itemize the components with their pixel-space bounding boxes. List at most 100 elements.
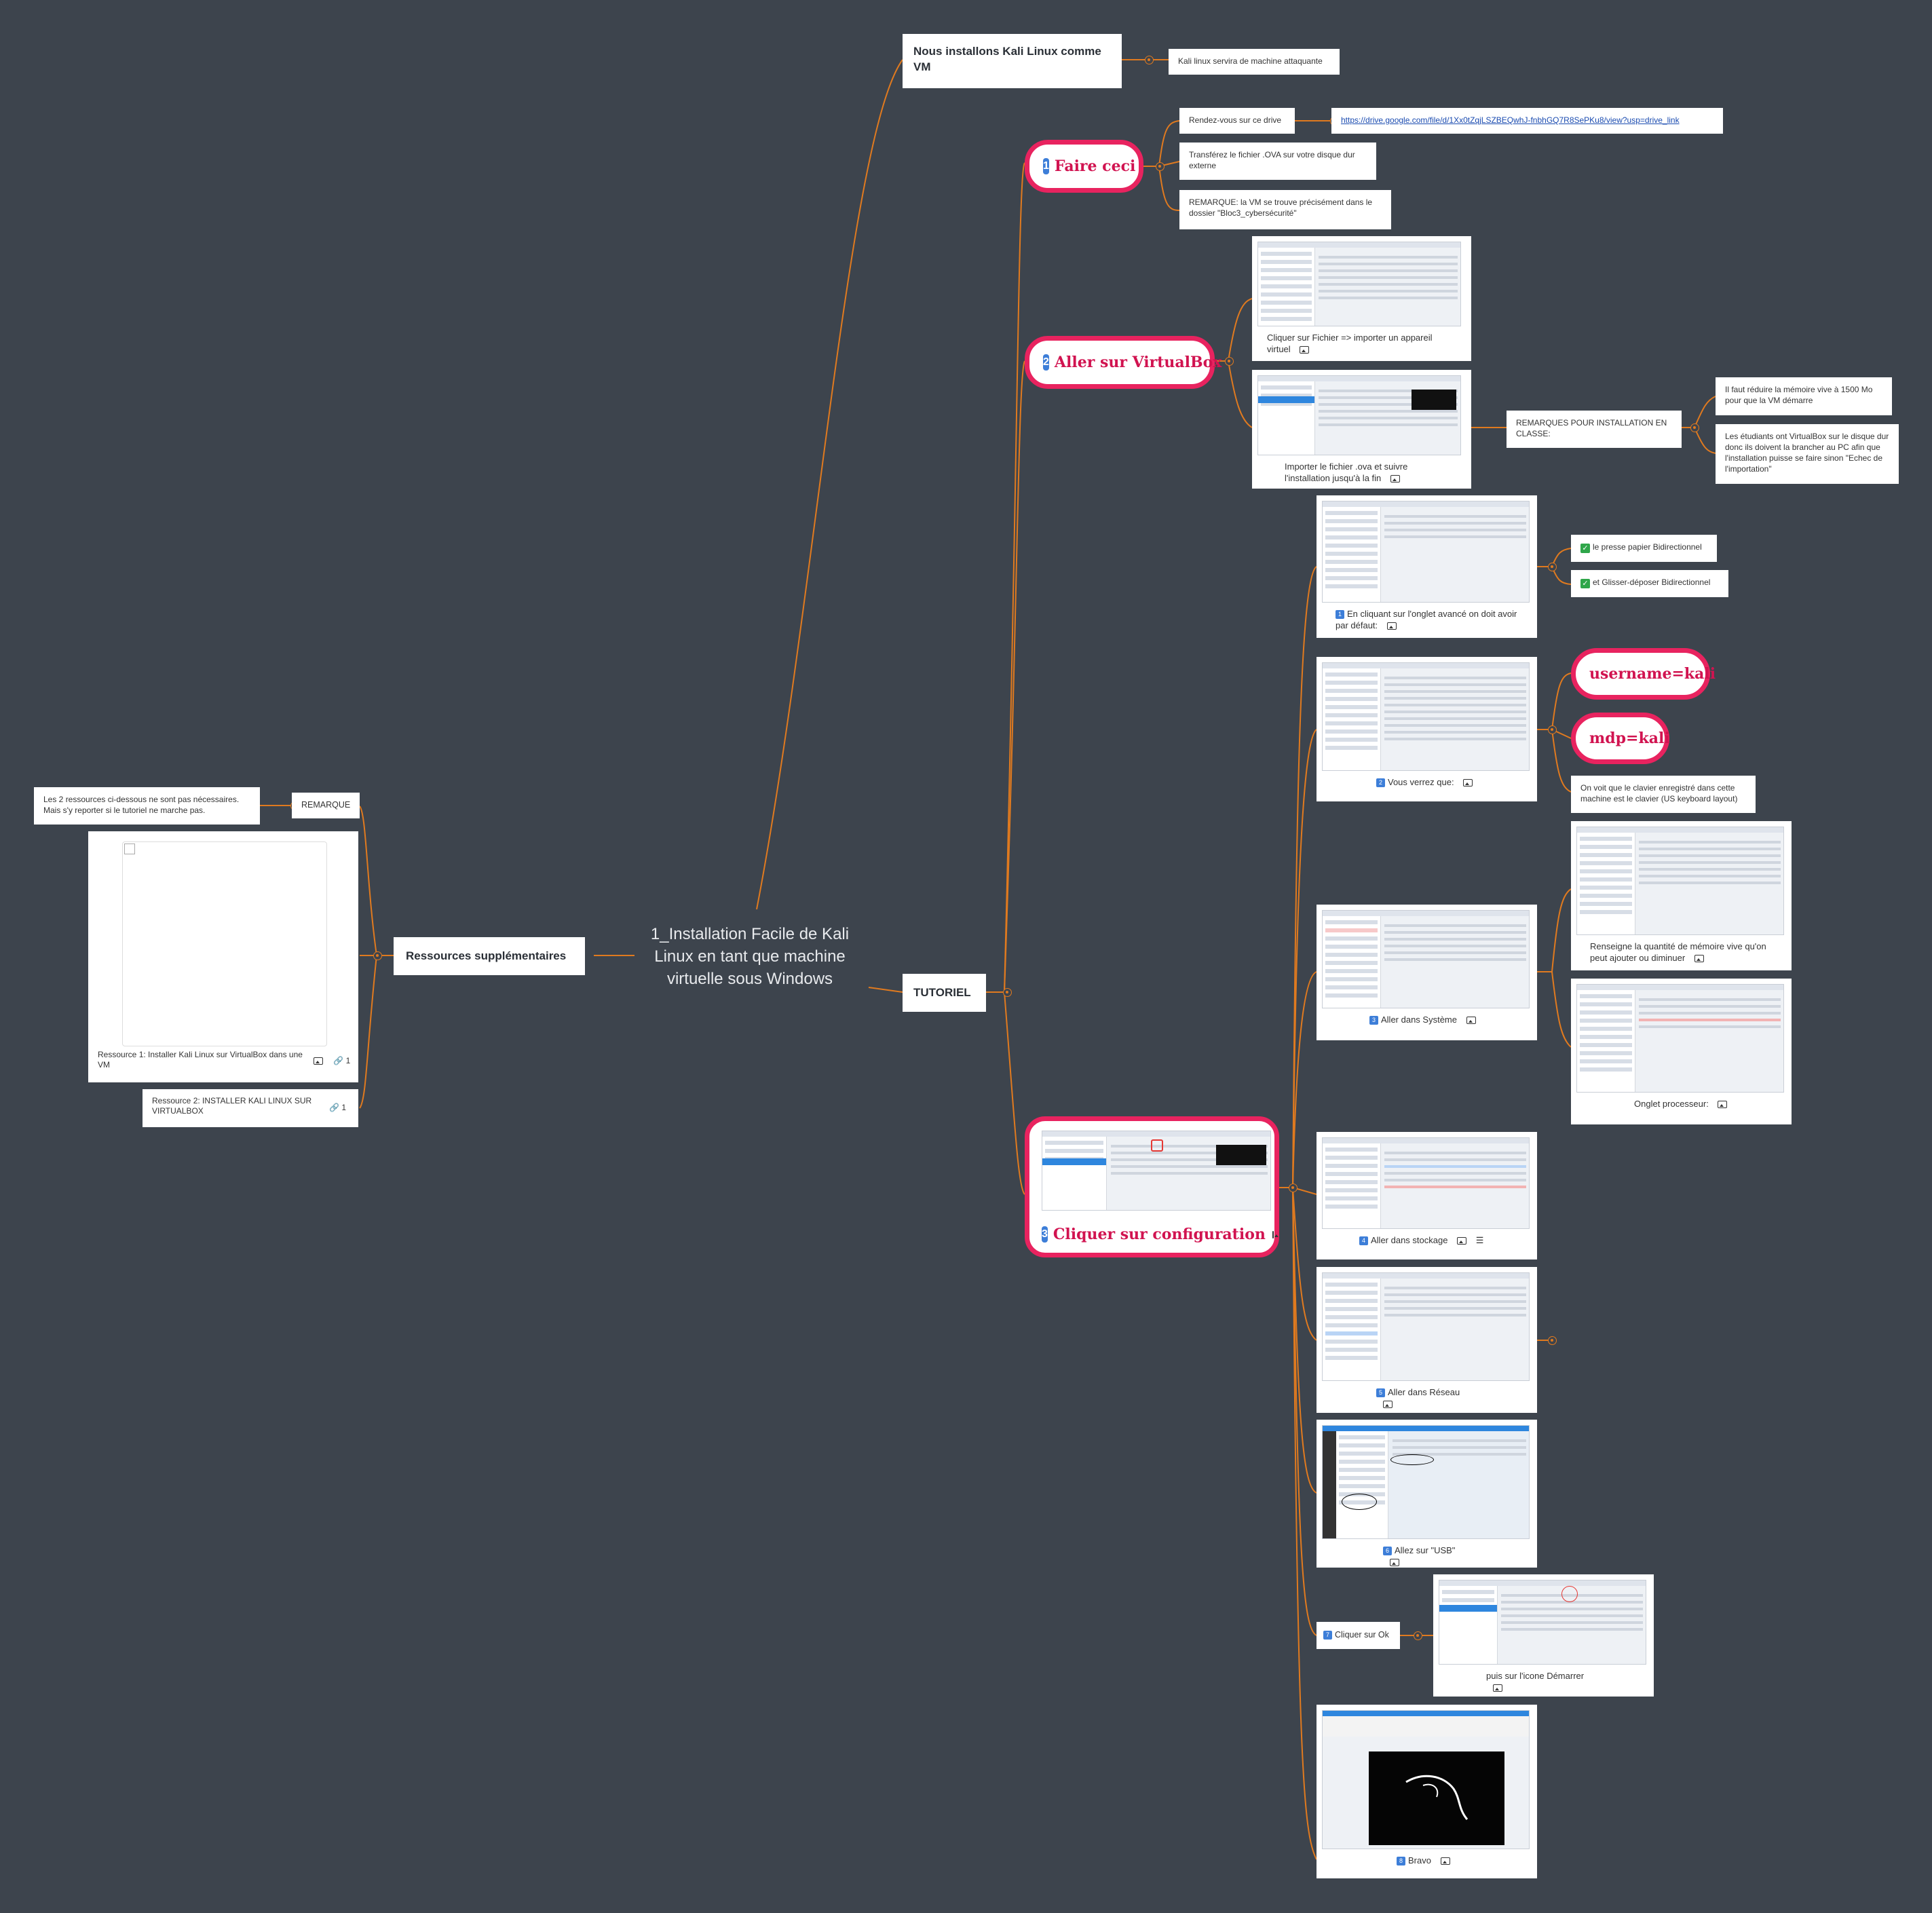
collapse-toggle[interactable] <box>1548 1336 1557 1345</box>
transfer-node[interactable]: Transférez le fichier .OVA sur votre dis… <box>1179 143 1376 180</box>
top-note-node[interactable]: Kali linux servira de machine attaquante <box>1169 49 1340 75</box>
virtualbox-menu-screenshot <box>1257 242 1461 326</box>
demarrer-screenshot <box>1439 1580 1646 1665</box>
drive-url-node[interactable]: https://drive.google.com/file/d/1Xx0tZqj… <box>1331 108 1723 134</box>
mdp-node[interactable]: mdp=kali <box>1571 713 1670 764</box>
number-3-icon: 3 <box>1042 1226 1048 1243</box>
dragdrop-text: et Glisser-déposer Bidirectionnel <box>1593 577 1711 587</box>
remarque-vm-node[interactable]: REMARQUE: la VM se trouve précisément da… <box>1179 190 1391 229</box>
number-7-icon: 7 <box>1323 1631 1332 1640</box>
usb-caption: Allez sur "USB" <box>1395 1545 1456 1555</box>
number-6-icon: 6 <box>1383 1547 1392 1555</box>
clipboard-node[interactable]: ✓le presse papier Bidirectionnel <box>1571 535 1717 562</box>
keyboard-node[interactable]: On voit que le clavier enregistré dans c… <box>1571 776 1756 813</box>
image-icon <box>1300 346 1310 354</box>
image-icon <box>1463 779 1473 787</box>
collapse-toggle[interactable] <box>1690 423 1699 432</box>
number-1-icon: 1 <box>1043 158 1049 174</box>
import-ova-caption: Importer le fichier .ova et suivre l'ins… <box>1285 461 1408 483</box>
mdp-text: mdp=kali <box>1589 730 1670 747</box>
configuration-screenshot <box>1042 1131 1271 1211</box>
onglet-avance-caption: En cliquant sur l'onglet avancé on doit … <box>1336 609 1517 630</box>
number-8-icon: 8 <box>1397 1857 1405 1865</box>
cliquer-ok-text: Cliquer sur Ok <box>1335 1630 1389 1640</box>
ressource2-node[interactable]: Ressource 2: INSTALLER KALI LINUX SUR VI… <box>143 1089 358 1127</box>
disque-remark-node[interactable]: Les étudiants ont VirtualBox sur le disq… <box>1716 424 1899 484</box>
link-icon[interactable]: 🔗 <box>333 1056 344 1065</box>
ressource1-icons: 🔗 1 <box>307 1055 350 1066</box>
collapse-toggle[interactable] <box>1156 162 1164 171</box>
vous-verrez-caption: Vous verrez que: <box>1388 777 1454 787</box>
image-icon <box>1390 475 1400 482</box>
ressources-node[interactable]: Ressources supplémentaires <box>394 937 585 975</box>
step2-label: Aller sur VirtualBox <box>1054 354 1222 371</box>
remarque-node[interactable]: REMARQUE <box>292 793 360 818</box>
ressource2-icons: 🔗 1 <box>321 1103 346 1113</box>
ressource1-node[interactable]: Ressource 1: Installer Kali Linux sur Vi… <box>88 831 358 1082</box>
demarrer-caption: puis sur l'icone Démarrer <box>1486 1671 1585 1681</box>
notes-icon[interactable]: ☰ <box>1475 1235 1484 1245</box>
image-icon <box>1383 1401 1393 1408</box>
demarrer-card[interactable]: puis sur l'icone Démarrer <box>1433 1574 1654 1697</box>
image-icon <box>1457 1237 1467 1245</box>
dragdrop-node[interactable]: ✓et Glisser-déposer Bidirectionnel <box>1571 570 1728 597</box>
checkmark-icon: ✓ <box>1580 544 1590 553</box>
number-2-icon: 2 <box>1376 778 1385 787</box>
reseau-screenshot <box>1322 1272 1530 1381</box>
collapse-toggle[interactable] <box>1414 1631 1422 1640</box>
stockage-screenshot <box>1322 1137 1530 1229</box>
collapse-toggle[interactable] <box>1145 56 1154 64</box>
collapse-toggle[interactable] <box>373 951 382 960</box>
drive-link[interactable]: https://drive.google.com/file/d/1Xx0tZqj… <box>1341 115 1680 125</box>
collapse-toggle[interactable] <box>1548 725 1557 734</box>
username-node[interactable]: username=kali <box>1571 648 1716 700</box>
top-topic-node[interactable]: Nous installons Kali Linux comme VM <box>903 34 1122 88</box>
ressource1-label: Ressource 1: Installer Kali Linux sur Vi… <box>98 1050 303 1069</box>
processeur-card[interactable]: Onglet processeur: <box>1571 979 1792 1124</box>
ressource2-label: Ressource 2: INSTALLER KALI LINUX SUR VI… <box>152 1096 312 1116</box>
image-icon <box>1493 1684 1502 1692</box>
step1-label: Faire ceci <box>1054 157 1136 175</box>
number-5-icon: 5 <box>1376 1388 1385 1397</box>
collapse-toggle[interactable] <box>1289 1183 1298 1192</box>
checkmark-icon: ✓ <box>1580 579 1590 588</box>
link-icon[interactable]: 🔗 <box>329 1103 339 1112</box>
drive-node[interactable]: Rendez-vous sur ce drive <box>1179 108 1295 134</box>
general-description-screenshot <box>1322 662 1530 771</box>
image-icon <box>1718 1101 1728 1108</box>
image-icon <box>1272 1230 1278 1238</box>
image-icon <box>1386 622 1397 630</box>
memoire-screenshot <box>1576 827 1784 935</box>
virtualbox-manager-screenshot <box>1257 375 1461 455</box>
collapse-toggle[interactable] <box>1003 988 1012 997</box>
import-ova-card[interactable]: Importer le fichier .ova et suivre l'ins… <box>1252 370 1471 489</box>
kali-logo-screen <box>1369 1751 1504 1845</box>
step3-configuration[interactable]: 3 Cliquer sur configuration <box>1025 1116 1279 1257</box>
tutoriel-node[interactable]: TUTORIEL <box>903 974 986 1012</box>
memoire-card[interactable]: Renseigne la quantité de mémoire vive qu… <box>1571 821 1792 970</box>
step2-aller-virtualbox[interactable]: 2 Aller sur VirtualBox <box>1025 336 1221 389</box>
memoire-remark-node[interactable]: Il faut réduire la mémoire vive à 1500 M… <box>1716 377 1892 415</box>
systeme-screenshot <box>1322 910 1530 1008</box>
collapse-toggle[interactable] <box>1225 357 1234 366</box>
central-topic[interactable]: 1_Installation Facile de Kali Linux en t… <box>650 925 850 988</box>
remarque-text-node[interactable]: Les 2 ressources ci-dessous ne sont pas … <box>34 787 260 825</box>
step3-label: Cliquer sur configuration <box>1053 1226 1266 1243</box>
systeme-caption: Aller dans Système <box>1381 1015 1457 1025</box>
image-icon <box>314 1057 323 1065</box>
clipboard-text: le presse papier Bidirectionnel <box>1593 542 1702 552</box>
ressource1-count: 1 <box>345 1056 351 1065</box>
kali-desktop-screenshot <box>1322 1710 1530 1849</box>
import-appliance-card[interactable]: Cliquer sur Fichier => importer un appar… <box>1252 236 1471 361</box>
remarques-classe-node[interactable]: REMARQUES POUR INSTALLATION EN CLASSE: <box>1507 411 1682 448</box>
step1-faire-ceci[interactable]: 1 Faire ceci <box>1025 140 1143 193</box>
collapse-toggle[interactable] <box>1548 563 1557 571</box>
